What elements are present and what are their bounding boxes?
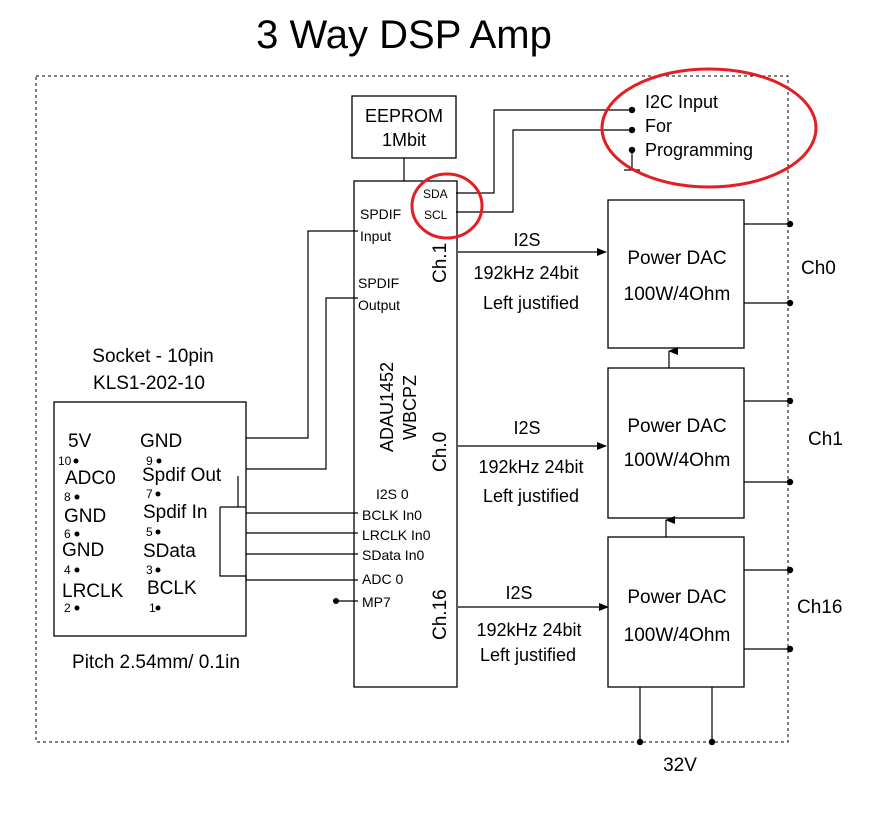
- pin-4-dot: [74, 567, 80, 573]
- adc0-pin-label: ADC 0: [362, 571, 403, 587]
- supply-voltage-label: 32V: [663, 755, 697, 776]
- socket-wiring: [219, 230, 358, 604]
- pin-6-dot: [74, 531, 80, 537]
- pin-10-dot: [73, 458, 79, 464]
- pin-5-dot: [155, 529, 161, 535]
- spdif-output-label: SPDIF: [358, 275, 399, 291]
- eeprom-label: EEPROM: [365, 106, 443, 126]
- dac-ch1-rating: 100W/4Ohm: [624, 450, 731, 471]
- socket-pitch: Pitch 2.54mm/ 0.1in: [72, 652, 240, 673]
- dac-ch1-output: Ch1: [808, 429, 843, 450]
- pin-9-number: 9: [146, 454, 153, 468]
- pin-7-label: Spdif Out: [142, 465, 222, 486]
- socket-connector: 5V 10 GND 9 ADC0 8 Spdif Out 7 GND 6 Spd…: [53, 401, 247, 637]
- dac-ch1-name: Power DAC: [627, 416, 726, 437]
- pin-7-number: 7: [146, 487, 153, 501]
- pin-8-label: ADC0: [65, 468, 116, 489]
- pin-1-number: 1: [149, 601, 156, 615]
- pin-2-dot: [74, 605, 80, 611]
- pin-8-dot: [74, 494, 80, 500]
- power-dac-ch1: Power DAC 100W/4Ohm Ch1: [607, 367, 843, 519]
- spdif-input-label-2: Input: [360, 228, 391, 244]
- pin-7-dot: [155, 491, 161, 497]
- i2s0-label: I2S 0: [376, 486, 409, 502]
- i2s-link-bot: I2S 192kHz 24bit Left justified: [458, 583, 609, 665]
- sda-scl-highlight-circle: [410, 172, 484, 240]
- i2s-mid-rate: 192kHz 24bit: [478, 457, 583, 477]
- pin-3-number: 3: [146, 563, 153, 577]
- dsp-part-suffix: WBCPZ: [400, 375, 420, 440]
- pin-5-label: Spdif In: [143, 502, 207, 523]
- i2s-link-top: I2S 192kHz 24bit Left justified: [458, 230, 607, 313]
- pin-10-number: 10: [58, 454, 72, 468]
- pin-2-label: LRCLK: [62, 581, 124, 602]
- dac-ch0-output: Ch0: [801, 258, 836, 279]
- pin-3-dot: [155, 567, 161, 573]
- i2s-bot-proto: I2S: [505, 583, 532, 603]
- i2c-label-3: Programming: [645, 140, 753, 160]
- bclk-pin-label: BCLK In0: [362, 507, 422, 523]
- sdata-pin-label: SData In0: [362, 547, 424, 563]
- pin-6-number: 6: [64, 527, 71, 541]
- sda-pin-label: SDA: [423, 187, 448, 201]
- lrclk-pin-label: LRCLK In0: [362, 527, 431, 543]
- i2s-top-proto: I2S: [513, 230, 540, 250]
- supply-32v: 32V: [636, 687, 716, 776]
- pin-4-number: 4: [64, 563, 71, 577]
- i2s-top-rate: 192kHz 24bit: [473, 263, 578, 283]
- i2c-highlight-ellipse: [600, 67, 818, 189]
- i2c-label-1: I2C Input: [645, 92, 718, 112]
- scl-pin-label: SCL: [424, 208, 448, 222]
- i2c-label-2: For: [645, 116, 672, 136]
- eeprom-size: 1Mbit: [382, 130, 426, 150]
- pin-9-label: GND: [140, 431, 182, 452]
- i2c-programming-label: I2C Input For Programming: [645, 92, 753, 160]
- i2s-bot-rate: 192kHz 24bit: [476, 620, 581, 640]
- i2s-mid-format: Left justified: [483, 486, 579, 506]
- dac-ch16-name: Power DAC: [627, 587, 726, 608]
- board-outline: [35, 75, 789, 743]
- pin-1-label: BCLK: [147, 578, 197, 599]
- diagram-title: 3 Way DSP Amp: [256, 13, 552, 57]
- socket-part: KLS1-202-10: [93, 373, 205, 394]
- spdif-output-label-2: Output: [358, 297, 400, 313]
- i2c-wiring: [456, 106, 640, 213]
- pin-5-number: 5: [146, 525, 153, 539]
- dac-ch16-rating: 100W/4Ohm: [624, 625, 731, 646]
- power-dac-ch16: Power DAC 100W/4Ohm Ch16: [607, 536, 842, 688]
- dsp-chip: SDA SCL SPDIF Input SPDIF Output ADAU145…: [353, 180, 458, 688]
- i2s-top-format: Left justified: [483, 293, 579, 313]
- dsp-part-number: ADAU1452: [377, 362, 397, 452]
- dsp-channel-bot: Ch.16: [430, 589, 451, 640]
- pin-6-label: GND: [64, 506, 106, 527]
- pin-10-label: 5V: [68, 431, 92, 452]
- eeprom-block: EEPROM 1Mbit: [351, 95, 457, 159]
- dac-ch16-output: Ch16: [797, 597, 842, 618]
- power-dac-ch0: Power DAC 100W/4Ohm Ch0: [607, 199, 836, 349]
- spdif-input-label: SPDIF: [360, 206, 401, 222]
- i2s-mid-proto: I2S: [513, 418, 540, 438]
- mp7-pin-label: MP7: [362, 594, 391, 610]
- i2s-link-mid: I2S 192kHz 24bit Left justified: [458, 418, 607, 506]
- pin-4-label: GND: [62, 540, 104, 561]
- socket-title: Socket - 10pin: [92, 346, 213, 367]
- dsp-channel-top: Ch.1: [430, 243, 451, 283]
- pin-2-number: 2: [64, 601, 71, 615]
- dac-ch0-rating: 100W/4Ohm: [624, 284, 731, 305]
- dsp-channel-mid: Ch.0: [430, 432, 451, 472]
- dac-ch0-name: Power DAC: [627, 248, 726, 269]
- pin-1-dot: [155, 605, 161, 611]
- pin-9-dot: [156, 458, 162, 464]
- pin-3-label: SData: [143, 541, 196, 562]
- pin-8-number: 8: [64, 490, 71, 504]
- i2s-bot-format: Left justified: [480, 645, 576, 665]
